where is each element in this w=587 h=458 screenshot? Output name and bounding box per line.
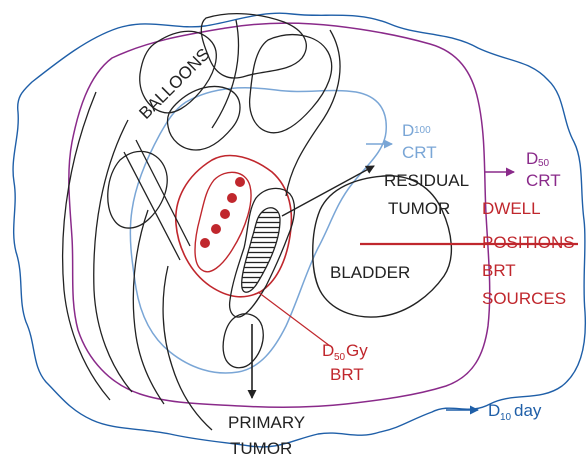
d50-brt-label-gy: Gy (346, 341, 368, 360)
anatomy-curve (133, 210, 164, 404)
anatomy-curve (163, 266, 212, 430)
balloon-outline (108, 151, 167, 228)
residual-tumor-label-line1: RESIDUAL (384, 171, 469, 190)
dwell-source-dot (227, 193, 237, 203)
primary-tumor-outline (223, 314, 263, 368)
d100-label-crt: CRT (402, 143, 437, 162)
d10-label-day: day (514, 401, 542, 420)
anatomy-curve (94, 120, 132, 392)
d50-crt-label-subscript: 50 (538, 158, 550, 169)
d10-label-symbol: D (488, 401, 500, 420)
dwell-source-dot (220, 209, 230, 219)
d10-day-isodose-contour (13, 13, 585, 447)
dwell-positions-label-line1: DWELL (482, 199, 541, 218)
d100-label-symbol: D (402, 121, 414, 140)
residual-tumor-label-line2: TUMOR (388, 199, 450, 218)
d50-brt-label-subscript: 50 (334, 352, 346, 363)
d50-brt-label-symbol: D (322, 341, 334, 360)
d10-label-subscript: 10 (500, 412, 512, 423)
anatomy-curve (286, 30, 340, 196)
dwell-source-dot (211, 224, 221, 234)
anatomy-curve (212, 20, 239, 128)
d100-label-subscript: 100 (414, 125, 431, 136)
d50-brt-pointer-line (258, 292, 330, 346)
balloon-outline (250, 35, 332, 133)
residual-tumor-pointer-arrow (282, 166, 374, 216)
anatomy-curve (63, 92, 110, 400)
dwell-source-dot (235, 177, 245, 187)
bladder-label: BLADDER (330, 263, 410, 282)
d50-brt-label-brt: BRT (330, 365, 364, 384)
dwell-positions-label-line2: POSITIONS (482, 233, 575, 252)
dwell-positions-ring (195, 172, 251, 271)
primary-tumor-label-line1: PRIMARY (228, 413, 305, 432)
dwell-source-dot (200, 238, 210, 248)
d50-crt-label-crt: CRT (526, 171, 561, 190)
bladder-outline (313, 176, 452, 317)
primary-tumor-label-line2: TUMOR (230, 439, 292, 458)
dwell-positions-label-line3: BRT (482, 261, 516, 280)
dwell-positions-label-line4: SOURCES (482, 289, 566, 308)
d50-crt-label-symbol: D (526, 149, 538, 168)
